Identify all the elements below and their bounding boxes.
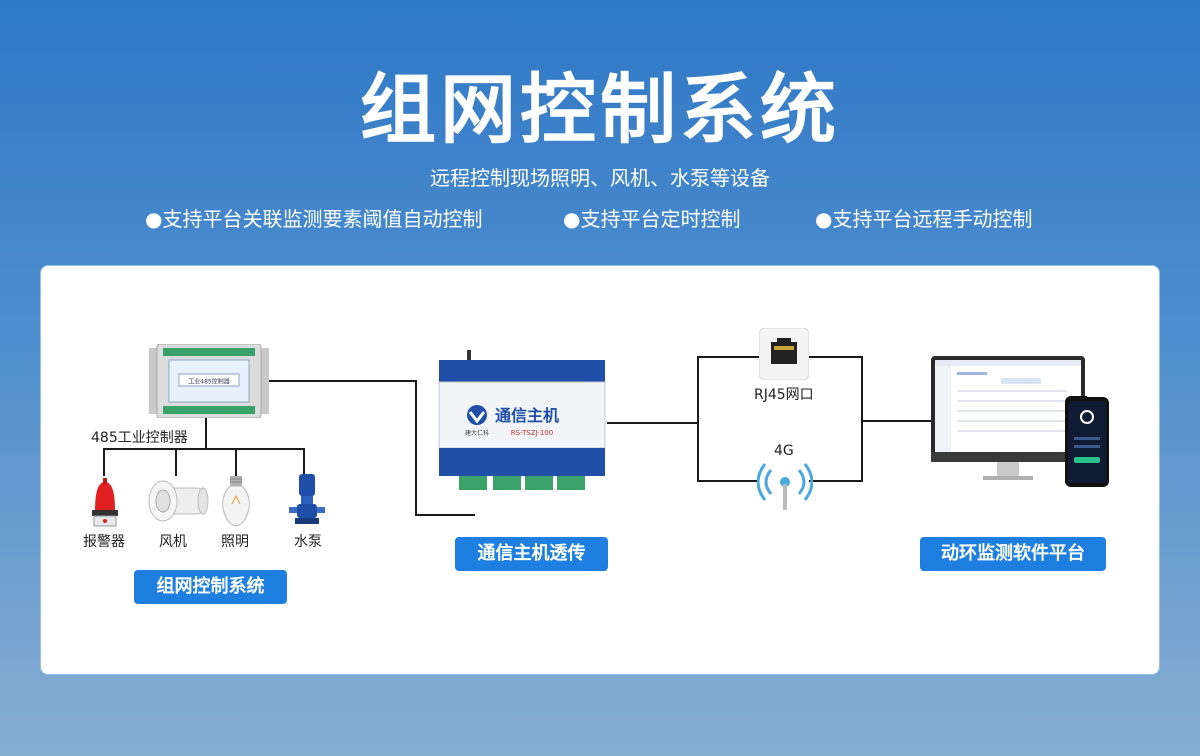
communication-host-image: 通信主机 建大仁科 RS-TSZJ-100	[438, 350, 606, 490]
fan-icon	[148, 480, 209, 522]
feature-manual-control: ●支持平台远程手动控制	[815, 207, 1033, 231]
wireless-signal-icon	[757, 463, 813, 510]
controller-screen-text: 工业485控制器	[188, 378, 229, 386]
diagram-panel: 工业485控制器 485工业控制器 报警器 风机 照明 水泵	[40, 265, 1160, 675]
wire-controller-to-host-v	[415, 380, 417, 516]
wire-host-out	[607, 422, 699, 424]
host-brand-text: 通信主机	[495, 406, 559, 425]
wire-to-rj45	[697, 356, 759, 358]
wire-controller-to-host-h2	[415, 514, 475, 516]
wire-to-4g	[697, 480, 759, 482]
industrial-controller-image: 工业485控制器	[149, 344, 269, 418]
water-pump-icon	[289, 474, 325, 524]
feature-timer-control: ●支持平台定时控制	[563, 207, 741, 231]
wire-4g-out	[809, 480, 863, 482]
host-model-text: RS-TSZJ-100	[511, 429, 553, 437]
wire-to-platform	[863, 420, 933, 422]
device-label-pump: 水泵	[294, 534, 322, 550]
wire-device-bus	[103, 448, 305, 450]
page-title: 组网控制系统	[360, 65, 840, 154]
wire-drop-light	[235, 448, 237, 476]
alarm-icon	[92, 478, 118, 527]
light-bulb-icon	[222, 476, 250, 527]
wire-drop-fan	[175, 448, 177, 476]
wire-drop-pump	[303, 448, 305, 476]
wire-split-left	[697, 356, 699, 482]
feature-threshold-control: ●支持平台关联监测要素阈值自动控制	[145, 207, 483, 231]
wire-rj45-out	[809, 356, 863, 358]
device-label-fan: 风机	[159, 534, 187, 550]
cellular-label: 4G	[774, 443, 794, 459]
wire-controller-to-host-h1	[269, 380, 417, 382]
section-tag-network-control: 组网控制系统	[134, 570, 287, 604]
host-logo-text: 建大仁科	[465, 429, 489, 437]
rj45-label: RJ45网口	[754, 387, 814, 403]
wire-drop-alarm	[103, 448, 105, 476]
controller-label: 485工业控制器	[91, 430, 188, 446]
section-tag-monitoring-platform: 动环监测软件平台	[920, 537, 1106, 571]
page-subtitle: 远程控制现场照明、风机、水泵等设备	[430, 166, 770, 190]
monitoring-platform-image	[931, 356, 1087, 486]
rj45-port-icon	[759, 328, 809, 380]
mobile-phone-image	[1065, 397, 1109, 487]
wire-controller-down	[205, 418, 207, 448]
device-label-alarm: 报警器	[83, 534, 125, 550]
device-label-light: 照明	[221, 534, 249, 550]
section-tag-host-transparent: 通信主机透传	[455, 537, 608, 571]
wire-split-right	[861, 356, 863, 482]
